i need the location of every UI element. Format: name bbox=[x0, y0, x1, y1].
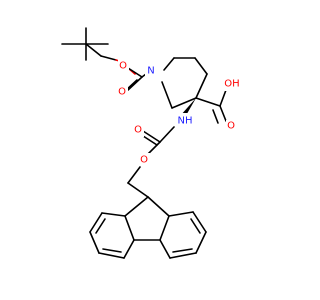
molecule-structure: N NH O O O O OH O bbox=[61, 27, 243, 259]
atom-label-o1: O bbox=[119, 61, 127, 72]
piperidine-ring bbox=[161, 57, 208, 109]
atom-label-o4: O bbox=[140, 155, 148, 166]
atom-label-o3: O bbox=[134, 125, 142, 136]
atom-label-oh: OH bbox=[224, 79, 239, 90]
atom-label-o2: O bbox=[118, 87, 126, 98]
fmoc-carbamate bbox=[127, 126, 175, 198]
tert-butyl-group bbox=[61, 27, 109, 61]
atom-labels: N NH O O O O OH O bbox=[117, 59, 243, 166]
atom-label-o5: O bbox=[227, 121, 235, 132]
atom-label-n1: N bbox=[147, 66, 154, 77]
fluorene-system bbox=[89, 196, 207, 259]
carboxylic-acid-group bbox=[195, 89, 227, 124]
atom-label-n2: NH bbox=[178, 116, 193, 127]
